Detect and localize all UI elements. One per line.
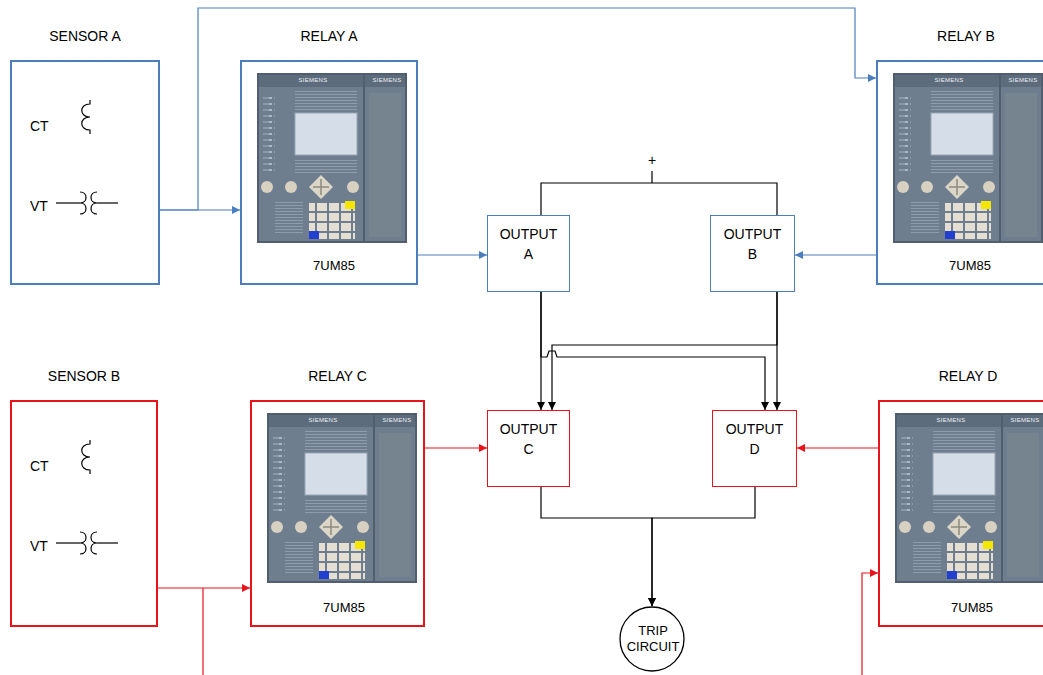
connector-wire xyxy=(158,587,250,588)
connector-wire xyxy=(541,487,652,606)
model-number: 7UM85 xyxy=(313,258,355,274)
connector-wire xyxy=(652,487,755,606)
ct-vt-symbols xyxy=(56,440,118,554)
output-box: OUTPUT A xyxy=(487,215,570,292)
model-number: 7UM85 xyxy=(951,600,993,616)
connector-wire xyxy=(552,292,777,410)
box-heading: SENSOR B xyxy=(48,368,120,386)
signal-wire xyxy=(862,573,878,675)
model-number: 7UM85 xyxy=(323,600,365,616)
connector-wire xyxy=(795,254,876,255)
relay-box: RELAY CSIEMENSSIEMENS7UM85 xyxy=(250,400,425,627)
ct-vt-symbols xyxy=(56,100,118,214)
brand-mark: SIEMENS xyxy=(936,417,965,424)
relay-front-panel xyxy=(267,413,417,583)
brand-mark: SIEMENS xyxy=(1010,417,1039,424)
sensor-box: SENSOR ACTVT xyxy=(10,60,160,285)
box-heading: RELAY B xyxy=(937,28,995,46)
brand-mark: SIEMENS xyxy=(382,417,411,424)
box-heading: RELAY C xyxy=(308,368,367,386)
ct-label: CT xyxy=(30,458,49,476)
vt-label: VT xyxy=(30,198,48,216)
connector-wire xyxy=(160,8,876,210)
signal-wire xyxy=(202,588,203,675)
box-label: TRIP CIRCUIT xyxy=(624,623,682,654)
brand-mark: SIEMENS xyxy=(934,77,963,84)
box-heading: SENSOR A xyxy=(49,28,121,46)
box-heading: RELAY D xyxy=(939,368,998,386)
brand-mark: SIEMENS xyxy=(308,417,337,424)
box-label: OUTPUT B xyxy=(722,224,784,265)
supply-wire xyxy=(651,171,652,183)
connector-wire xyxy=(418,254,487,255)
sensor-box: SENSOR BCTVT xyxy=(10,400,158,627)
connector-wire xyxy=(541,183,777,215)
output-box: OUTPUT B xyxy=(710,215,795,292)
vt-label: VT xyxy=(30,538,48,556)
ct-label: CT xyxy=(30,118,49,136)
relay-box: RELAY BSIEMENSSIEMENS7UM85 xyxy=(876,60,1043,285)
relay-front-panel xyxy=(257,73,407,243)
box-heading: RELAY A xyxy=(300,28,357,46)
relay-front-panel xyxy=(895,413,1043,583)
output-box: OUTPUT C xyxy=(487,410,570,487)
connector-wire xyxy=(776,292,777,410)
box-label: OUTPUT C xyxy=(498,419,560,460)
trip-circle: TRIP CIRCUIT xyxy=(619,606,687,672)
output-box: OUTPUT D xyxy=(712,410,797,487)
brand-mark: SIEMENS xyxy=(298,77,327,84)
connector-wire xyxy=(797,447,878,448)
relay-box: RELAY ASIEMENSSIEMENS7UM85 xyxy=(240,60,418,285)
circle-outline xyxy=(620,607,684,671)
brand-mark: SIEMENS xyxy=(1008,77,1037,84)
box-label: OUTPUT D xyxy=(724,419,786,460)
connector-wire xyxy=(541,292,765,410)
model-number: 7UM85 xyxy=(949,258,991,274)
brand-mark: SIEMENS xyxy=(372,77,401,84)
box-label: OUTPUT A xyxy=(498,224,560,265)
connector-wire xyxy=(425,447,487,448)
relay-front-panel xyxy=(893,73,1043,243)
supply-label: + xyxy=(648,152,656,168)
relay-box: RELAY DSIEMENSSIEMENS7UM85 xyxy=(878,400,1043,627)
